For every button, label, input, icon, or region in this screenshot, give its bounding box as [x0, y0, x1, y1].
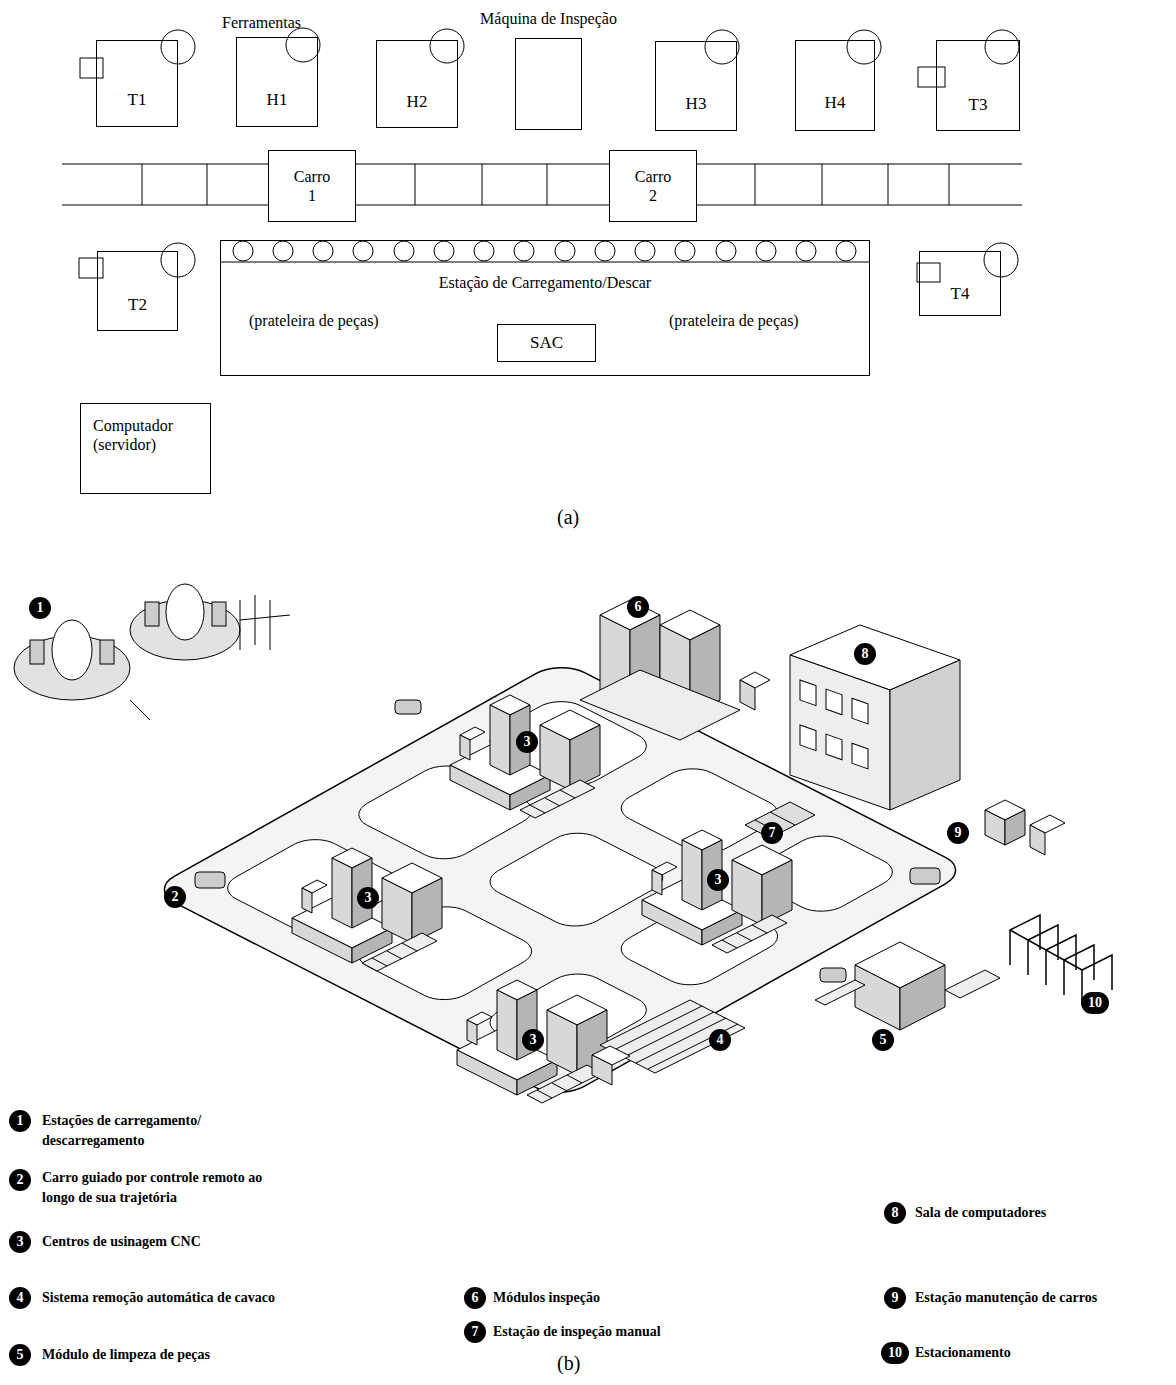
box-label: Estação de Carregamento/Descar [439, 273, 651, 292]
tool-unit-box: H2 [376, 40, 458, 128]
callout-number: 2 [164, 886, 186, 908]
legend-text: Estacionamento [915, 1343, 1011, 1363]
sac-box: SAC [497, 324, 596, 362]
callout-number: 7 [464, 1321, 486, 1343]
callout-number: 8 [854, 643, 876, 665]
callout-number: 5 [872, 1029, 894, 1051]
legend-text: Módulos inspeção [493, 1288, 600, 1308]
callout-number: 9 [947, 822, 969, 844]
tool-unit-box: H4 [795, 40, 875, 131]
callout-number: 7 [761, 822, 783, 844]
callout-number: 9 [884, 1287, 906, 1309]
callout-number: 2 [9, 1169, 31, 1191]
node-label: T3 [969, 95, 988, 115]
tool-unit-box: T3 [936, 40, 1020, 131]
box-label: (prateleira de peças) [249, 311, 379, 330]
cart-box: Carro 1 [268, 150, 356, 222]
box-label: Computador (servidor) [93, 416, 198, 454]
loading-station-box: Estação de Carregamento/Descar (prateleir… [220, 240, 870, 376]
subfigure-label: (a) [557, 506, 579, 529]
callout-number: 8 [884, 1202, 906, 1224]
callout-number: 4 [9, 1287, 31, 1309]
callout-number: 1 [29, 597, 51, 619]
callout-number: 4 [709, 1029, 731, 1051]
callout-number: 6 [627, 596, 649, 618]
legend-text: Estação manutenção de carros [915, 1288, 1097, 1308]
callout-number: 3 [516, 731, 538, 753]
node-label: T2 [128, 295, 147, 315]
callout-number: 10 [1081, 992, 1109, 1014]
legend-text: Carro guiado por controle remoto ao long… [42, 1168, 290, 1208]
callout-number: 3 [357, 887, 379, 909]
node-label: H4 [825, 93, 846, 113]
callout-number: 3 [9, 1231, 31, 1253]
legend-text: Sala de computadores [915, 1203, 1046, 1223]
cart-box: Carro 2 [609, 150, 697, 222]
node-label: T1 [128, 90, 147, 110]
callout-number: 3 [522, 1029, 544, 1051]
legend-text: Módulo de limpeza de peças [42, 1345, 210, 1365]
node-label: H2 [407, 92, 428, 112]
group-label: Ferramentas [222, 14, 301, 32]
tool-unit-box: H3 [655, 41, 737, 131]
callout-number: 10 [881, 1342, 909, 1364]
tool-unit-box: T2 [97, 251, 178, 331]
legend-text: Centros de usinagem CNC [42, 1232, 201, 1252]
node-label: H3 [686, 94, 707, 114]
node-label: Carro 2 [630, 167, 676, 205]
subfigure-label: (b) [557, 1352, 580, 1375]
legend-text: Sistema remoção automática de cavaco [42, 1288, 275, 1308]
callout-number: 6 [464, 1287, 486, 1309]
node-label: T4 [951, 284, 970, 304]
inspection-machine-box: Máquina de Inspeção [515, 38, 582, 130]
node-label: H1 [267, 90, 288, 110]
box-label: Máquina de Inspeção [480, 9, 617, 28]
callout-number: 5 [9, 1344, 31, 1366]
callout-number: 3 [707, 869, 729, 891]
node-label: SAC [530, 333, 563, 353]
server-box: Computador (servidor) [80, 403, 211, 494]
tool-unit-box: T4 [919, 251, 1001, 316]
legend-text: Estação de inspeção manual [493, 1322, 661, 1342]
node-label: Carro 1 [289, 167, 335, 205]
tool-unit-box: T1 [96, 40, 178, 127]
callout-number: 1 [9, 1110, 31, 1132]
tool-unit-box: H1 [236, 37, 318, 127]
box-label: (prateleira de peças) [669, 311, 799, 330]
legend-text: Estações de carregamento/ descarregament… [42, 1111, 247, 1151]
